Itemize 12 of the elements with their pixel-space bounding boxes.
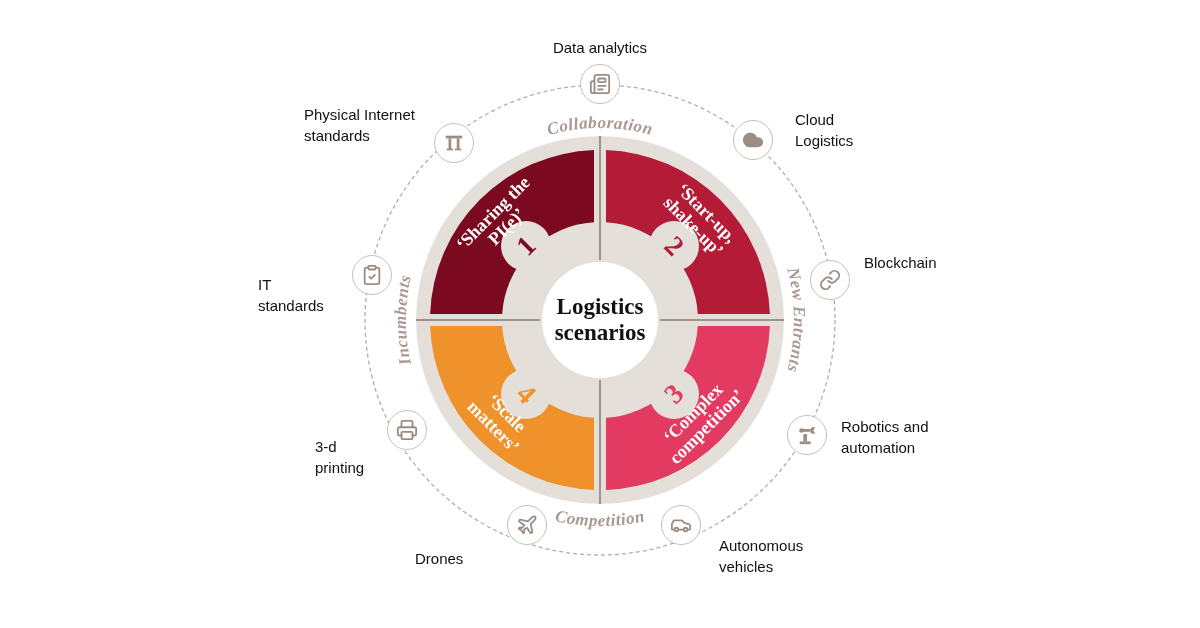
technology-label: Blockchain <box>864 252 938 273</box>
technology-label: Physical Internet standards <box>304 105 416 146</box>
technology-label: Cloud Logistics <box>795 110 855 151</box>
ring-label: Competition <box>553 506 647 531</box>
technology-label: Robotics and automation <box>841 417 930 458</box>
technology-label: IT standards <box>258 275 325 316</box>
technology-label: Data analytics <box>551 38 649 58</box>
center-title: Logistics scenarios <box>553 293 647 347</box>
technology-label: Autonomous vehicles <box>719 536 805 577</box>
technology-label: Drones <box>415 548 465 569</box>
technology-label: 3-d printing <box>315 437 366 478</box>
ring-label: Collaboration <box>545 112 655 139</box>
